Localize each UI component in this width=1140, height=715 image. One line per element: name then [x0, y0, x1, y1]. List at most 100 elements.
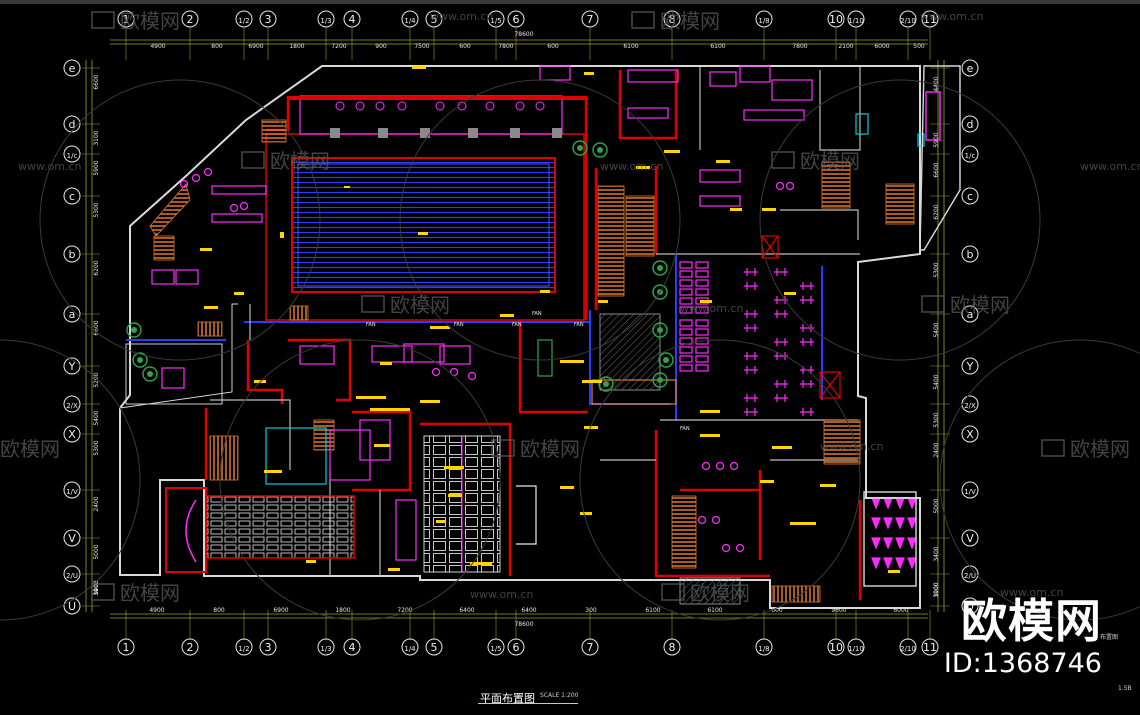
tree-core — [657, 265, 663, 271]
column-axis-label: 2/10 — [900, 645, 916, 653]
column-axis-label: 1/8 — [758, 17, 769, 25]
fixture-block — [699, 195, 741, 207]
column-axis-bubble — [581, 10, 599, 28]
room-label-bar — [580, 512, 592, 515]
top-dimension: 7800 — [792, 43, 807, 50]
column-axis-label: 10 — [829, 13, 843, 26]
column-axis-bubble — [487, 10, 505, 28]
treadmill — [695, 270, 709, 278]
column-axis-bubble — [259, 638, 277, 656]
weight-machine — [744, 394, 758, 402]
right-dimension: 6600 — [933, 162, 940, 177]
table-grid — [423, 435, 537, 573]
column-axis-label: 11 — [923, 641, 937, 654]
column-axis-label: 1/3 — [320, 645, 331, 653]
watermark-logo-mark — [491, 439, 515, 457]
column-axis-bubble — [847, 10, 865, 28]
tree-core — [147, 371, 153, 377]
drawing-title: 平面布置图 — [480, 692, 535, 705]
right-dimension: 1900 — [933, 582, 940, 597]
column-axis-bubble — [827, 638, 845, 656]
weight-machine — [744, 408, 758, 416]
bottom-dimension: 6400 — [521, 607, 536, 614]
weight-machine — [744, 268, 758, 276]
row-axis-bubble — [63, 305, 81, 323]
room-label-bar — [418, 232, 428, 235]
watermark-site: www.om.cn — [680, 302, 743, 315]
watermark-site: www.om.cn — [18, 160, 81, 173]
treadmill — [695, 261, 709, 269]
room-label-bar — [730, 208, 742, 211]
row-axis-label: 2/X — [964, 402, 976, 410]
fixture-block — [743, 109, 805, 121]
top-dimension: 7500 — [414, 43, 429, 50]
room-label-bar — [200, 248, 212, 251]
weight-machine — [800, 296, 814, 304]
row-axis-bubble — [961, 187, 979, 205]
watermark-site: www.om.cn — [920, 10, 983, 23]
column-axis-bubble — [847, 638, 865, 656]
right-dimension: 3000 — [933, 582, 940, 597]
row-axis-bubble — [63, 565, 81, 583]
fixture-block — [439, 345, 471, 365]
treadmill — [679, 346, 693, 354]
treadmill — [695, 288, 709, 296]
row-axis-label: X — [68, 428, 76, 441]
watermark-layer: 欧模网欧模网欧模网欧模网欧模网欧模网欧模网欧模网欧模网欧模网欧模网www.om.… — [0, 9, 1140, 692]
column-axis-bubble — [343, 10, 361, 28]
row-axis-label: Y — [966, 360, 974, 373]
weight-machine — [744, 352, 758, 360]
row-axis-bubble — [63, 145, 81, 163]
column-axis-bubble — [425, 10, 443, 28]
tree-core — [131, 327, 137, 333]
watermark-arc — [399, 79, 681, 361]
watermark-logo-mark — [921, 295, 945, 313]
room-label-bar — [700, 434, 720, 437]
toilet-fixture — [895, 517, 905, 530]
column-axis-bubble — [117, 10, 135, 28]
column-axis-bubble — [181, 638, 199, 656]
column-axis-bubble — [507, 10, 525, 28]
left-dimension: 5900 — [93, 160, 100, 175]
fixture-block — [299, 345, 335, 365]
bottom-dimension: 6100 — [707, 607, 722, 614]
round-fixture — [467, 371, 477, 381]
watermark-arc — [759, 79, 1041, 361]
cinema-seating — [165, 487, 355, 573]
tree-symbol — [658, 352, 674, 368]
column-axis-label: 1/5 — [490, 645, 501, 653]
fixture-block — [175, 269, 199, 285]
right-tower — [864, 65, 961, 499]
treadmill — [695, 306, 709, 314]
top-dimension: 6900 — [248, 43, 263, 50]
toilet-fixture — [895, 557, 905, 570]
left-dimension: 3400 — [93, 580, 100, 595]
column-axis-label: 7 — [587, 641, 594, 654]
round-fixture — [785, 181, 795, 191]
column-axis-label: 1 — [123, 13, 130, 26]
toilet-fixture — [871, 497, 881, 510]
right-dimension: 5300 — [933, 412, 940, 427]
room-label-bar — [560, 486, 574, 489]
room-label-bar — [540, 290, 550, 293]
bottom-dimension: 9600 — [831, 607, 846, 614]
row-axis-label: e — [69, 62, 76, 75]
right-dimension: 5400 — [933, 322, 940, 337]
row-axis-label: 2/U — [964, 572, 976, 580]
fixture-block — [627, 107, 669, 119]
room-label-bar — [760, 480, 774, 483]
treadmill — [679, 319, 693, 327]
round-fixture — [775, 181, 785, 191]
left-dimension: 5300 — [93, 202, 100, 217]
row-axis-label: U — [966, 600, 974, 613]
room-label-bar — [636, 166, 650, 169]
row-axis-bubble — [63, 529, 81, 547]
room-label-bar — [762, 208, 776, 211]
top-dimension: 2100 — [838, 43, 853, 50]
row-axis-bubble — [63, 357, 81, 375]
toilet-block-right — [863, 491, 917, 587]
left-dimension: 5000 — [93, 544, 100, 559]
column-axis-bubble — [259, 10, 277, 28]
column-axis-label: 4 — [349, 641, 356, 654]
